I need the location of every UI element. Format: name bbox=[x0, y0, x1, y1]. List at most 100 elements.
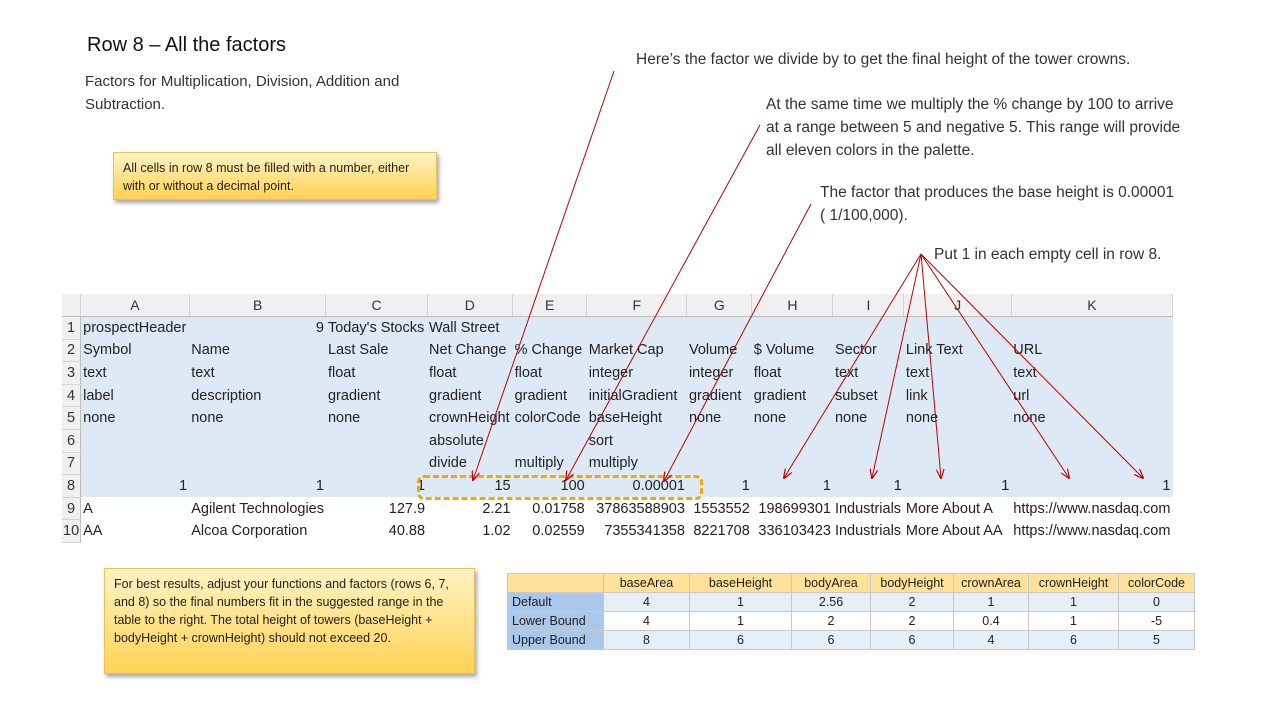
cell-b1[interactable]: 9 bbox=[189, 316, 326, 340]
cell-a4[interactable]: label bbox=[80, 384, 190, 407]
cell-a1[interactable]: prospectHeader bbox=[80, 316, 190, 340]
cell-k7[interactable] bbox=[1011, 452, 1173, 475]
row-header[interactable]: 6 bbox=[62, 429, 82, 453]
cell-a8[interactable]: 1 bbox=[80, 474, 190, 498]
cell-k6[interactable] bbox=[1011, 429, 1173, 453]
cell-h9[interactable]: 198699301 bbox=[751, 497, 833, 520]
cell-k3[interactable]: text bbox=[1011, 361, 1173, 385]
cell-g1[interactable] bbox=[686, 316, 752, 340]
cell-h6[interactable] bbox=[751, 429, 833, 453]
column-header-g[interactable]: G bbox=[686, 294, 753, 318]
cell-g4[interactable]: gradient bbox=[686, 384, 752, 407]
cell-f6[interactable]: sort bbox=[586, 429, 687, 453]
column-header-h[interactable]: H bbox=[751, 294, 834, 318]
column-header-d[interactable]: D bbox=[427, 294, 514, 318]
row-header[interactable]: 4 bbox=[62, 384, 82, 408]
column-header-b[interactable]: B bbox=[189, 294, 327, 318]
cell-a3[interactable]: text bbox=[80, 361, 190, 385]
cell-i4[interactable]: subset bbox=[832, 384, 904, 407]
cell-b3[interactable]: text bbox=[189, 361, 326, 385]
cell-g8[interactable]: 1 bbox=[686, 474, 752, 498]
cell-f10[interactable]: 7355341358 bbox=[586, 519, 687, 543]
cell-g3[interactable]: integer bbox=[686, 361, 752, 385]
row-header[interactable]: 2 bbox=[62, 339, 82, 363]
cell-f1[interactable] bbox=[586, 316, 687, 340]
column-header-j[interactable]: J bbox=[903, 294, 1012, 318]
cell-j8[interactable]: 1 bbox=[903, 474, 1012, 498]
cell-h10[interactable]: 336103423 bbox=[751, 519, 833, 543]
cell-f9[interactable]: 37863588903 bbox=[586, 497, 687, 520]
column-header-c[interactable]: C bbox=[325, 294, 428, 318]
cell-b7[interactable] bbox=[189, 452, 326, 475]
cell-h3[interactable]: float bbox=[751, 361, 833, 385]
cell-d5[interactable]: crownHeight bbox=[427, 406, 513, 430]
cell-g7[interactable] bbox=[686, 452, 752, 475]
cell-i1[interactable] bbox=[832, 316, 904, 340]
cell-i6[interactable] bbox=[832, 429, 904, 453]
row-header[interactable]: 5 bbox=[62, 406, 82, 431]
cell-c2[interactable]: Last Sale bbox=[325, 339, 428, 362]
cell-h4[interactable]: gradient bbox=[751, 384, 833, 407]
cell-f7[interactable]: multiply bbox=[586, 452, 687, 475]
cell-i2[interactable]: Sector bbox=[832, 339, 904, 362]
cell-f8[interactable]: 0.00001 bbox=[586, 474, 687, 498]
cell-c7[interactable] bbox=[325, 452, 428, 475]
cell-h1[interactable] bbox=[751, 316, 833, 340]
cell-c10[interactable]: 40.88 bbox=[325, 519, 428, 543]
cell-j1[interactable] bbox=[903, 316, 1012, 340]
cell-f5[interactable]: baseHeight bbox=[586, 406, 687, 430]
cell-j7[interactable] bbox=[903, 452, 1012, 475]
column-header-f[interactable]: F bbox=[586, 294, 688, 318]
cell-g10[interactable]: 8221708 bbox=[686, 519, 752, 543]
cell-e3[interactable]: float bbox=[512, 361, 587, 385]
cell-a6[interactable] bbox=[80, 429, 190, 453]
cell-e2[interactable]: % Change bbox=[512, 339, 587, 362]
cell-c8[interactable]: 1 bbox=[325, 474, 428, 498]
cell-c9[interactable]: 127.9 bbox=[325, 497, 428, 520]
cell-h2[interactable]: $ Volume bbox=[751, 339, 833, 362]
cell-e4[interactable]: gradient bbox=[512, 384, 587, 407]
row-header[interactable]: 1 bbox=[62, 316, 82, 340]
cell-i8[interactable]: 1 bbox=[832, 474, 904, 498]
cell-d3[interactable]: float bbox=[427, 361, 513, 385]
cell-d7[interactable]: divide bbox=[427, 452, 513, 475]
cell-j10[interactable]: More About AA bbox=[903, 519, 1012, 543]
cell-b4[interactable]: description bbox=[189, 384, 326, 407]
cell-a9[interactable]: A bbox=[80, 497, 190, 520]
cell-d1[interactable]: Wall Street bbox=[427, 316, 513, 340]
cell-b5[interactable]: none bbox=[189, 406, 326, 430]
row-header[interactable]: 3 bbox=[62, 361, 82, 385]
cell-b8[interactable]: 1 bbox=[189, 474, 326, 498]
cell-c6[interactable] bbox=[325, 429, 428, 453]
cell-c3[interactable]: float bbox=[325, 361, 428, 385]
cell-j2[interactable]: Link Text bbox=[903, 339, 1012, 362]
column-header-a[interactable]: A bbox=[80, 294, 190, 318]
cell-a10[interactable]: AA bbox=[80, 519, 190, 543]
cell-a2[interactable]: Symbol bbox=[80, 339, 190, 362]
cell-e9[interactable]: 0.01758 bbox=[512, 497, 587, 520]
cell-e10[interactable]: 0.02559 bbox=[512, 519, 587, 543]
cell-d10[interactable]: 1.02 bbox=[427, 519, 513, 543]
cell-e7[interactable]: multiply bbox=[512, 452, 587, 475]
cell-g6[interactable] bbox=[686, 429, 752, 453]
cell-i7[interactable] bbox=[832, 452, 904, 475]
cell-e5[interactable]: colorCode bbox=[512, 406, 587, 430]
cell-i9[interactable]: Industrials bbox=[832, 497, 904, 520]
cell-j5[interactable]: none bbox=[903, 406, 1012, 430]
cell-j6[interactable] bbox=[903, 429, 1012, 453]
cell-f4[interactable]: initialGradient bbox=[586, 384, 687, 407]
cell-g2[interactable]: Volume bbox=[686, 339, 752, 362]
cell-k1[interactable] bbox=[1011, 316, 1173, 340]
cell-g5[interactable]: none bbox=[686, 406, 752, 430]
row-header[interactable]: 8 bbox=[62, 474, 82, 498]
cell-c4[interactable]: gradient bbox=[325, 384, 428, 407]
cell-k8[interactable]: 1 bbox=[1011, 474, 1173, 498]
cell-b2[interactable]: Name bbox=[189, 339, 326, 362]
cell-k2[interactable]: URL bbox=[1011, 339, 1173, 362]
cell-b9[interactable]: Agilent Technologies bbox=[189, 497, 326, 520]
select-all-corner[interactable] bbox=[62, 294, 82, 318]
row-header[interactable]: 10 bbox=[62, 519, 82, 543]
cell-j4[interactable]: link bbox=[903, 384, 1012, 407]
cell-c1[interactable]: Today's Stocks bbox=[325, 316, 428, 340]
cell-d8[interactable]: 15 bbox=[427, 474, 513, 498]
